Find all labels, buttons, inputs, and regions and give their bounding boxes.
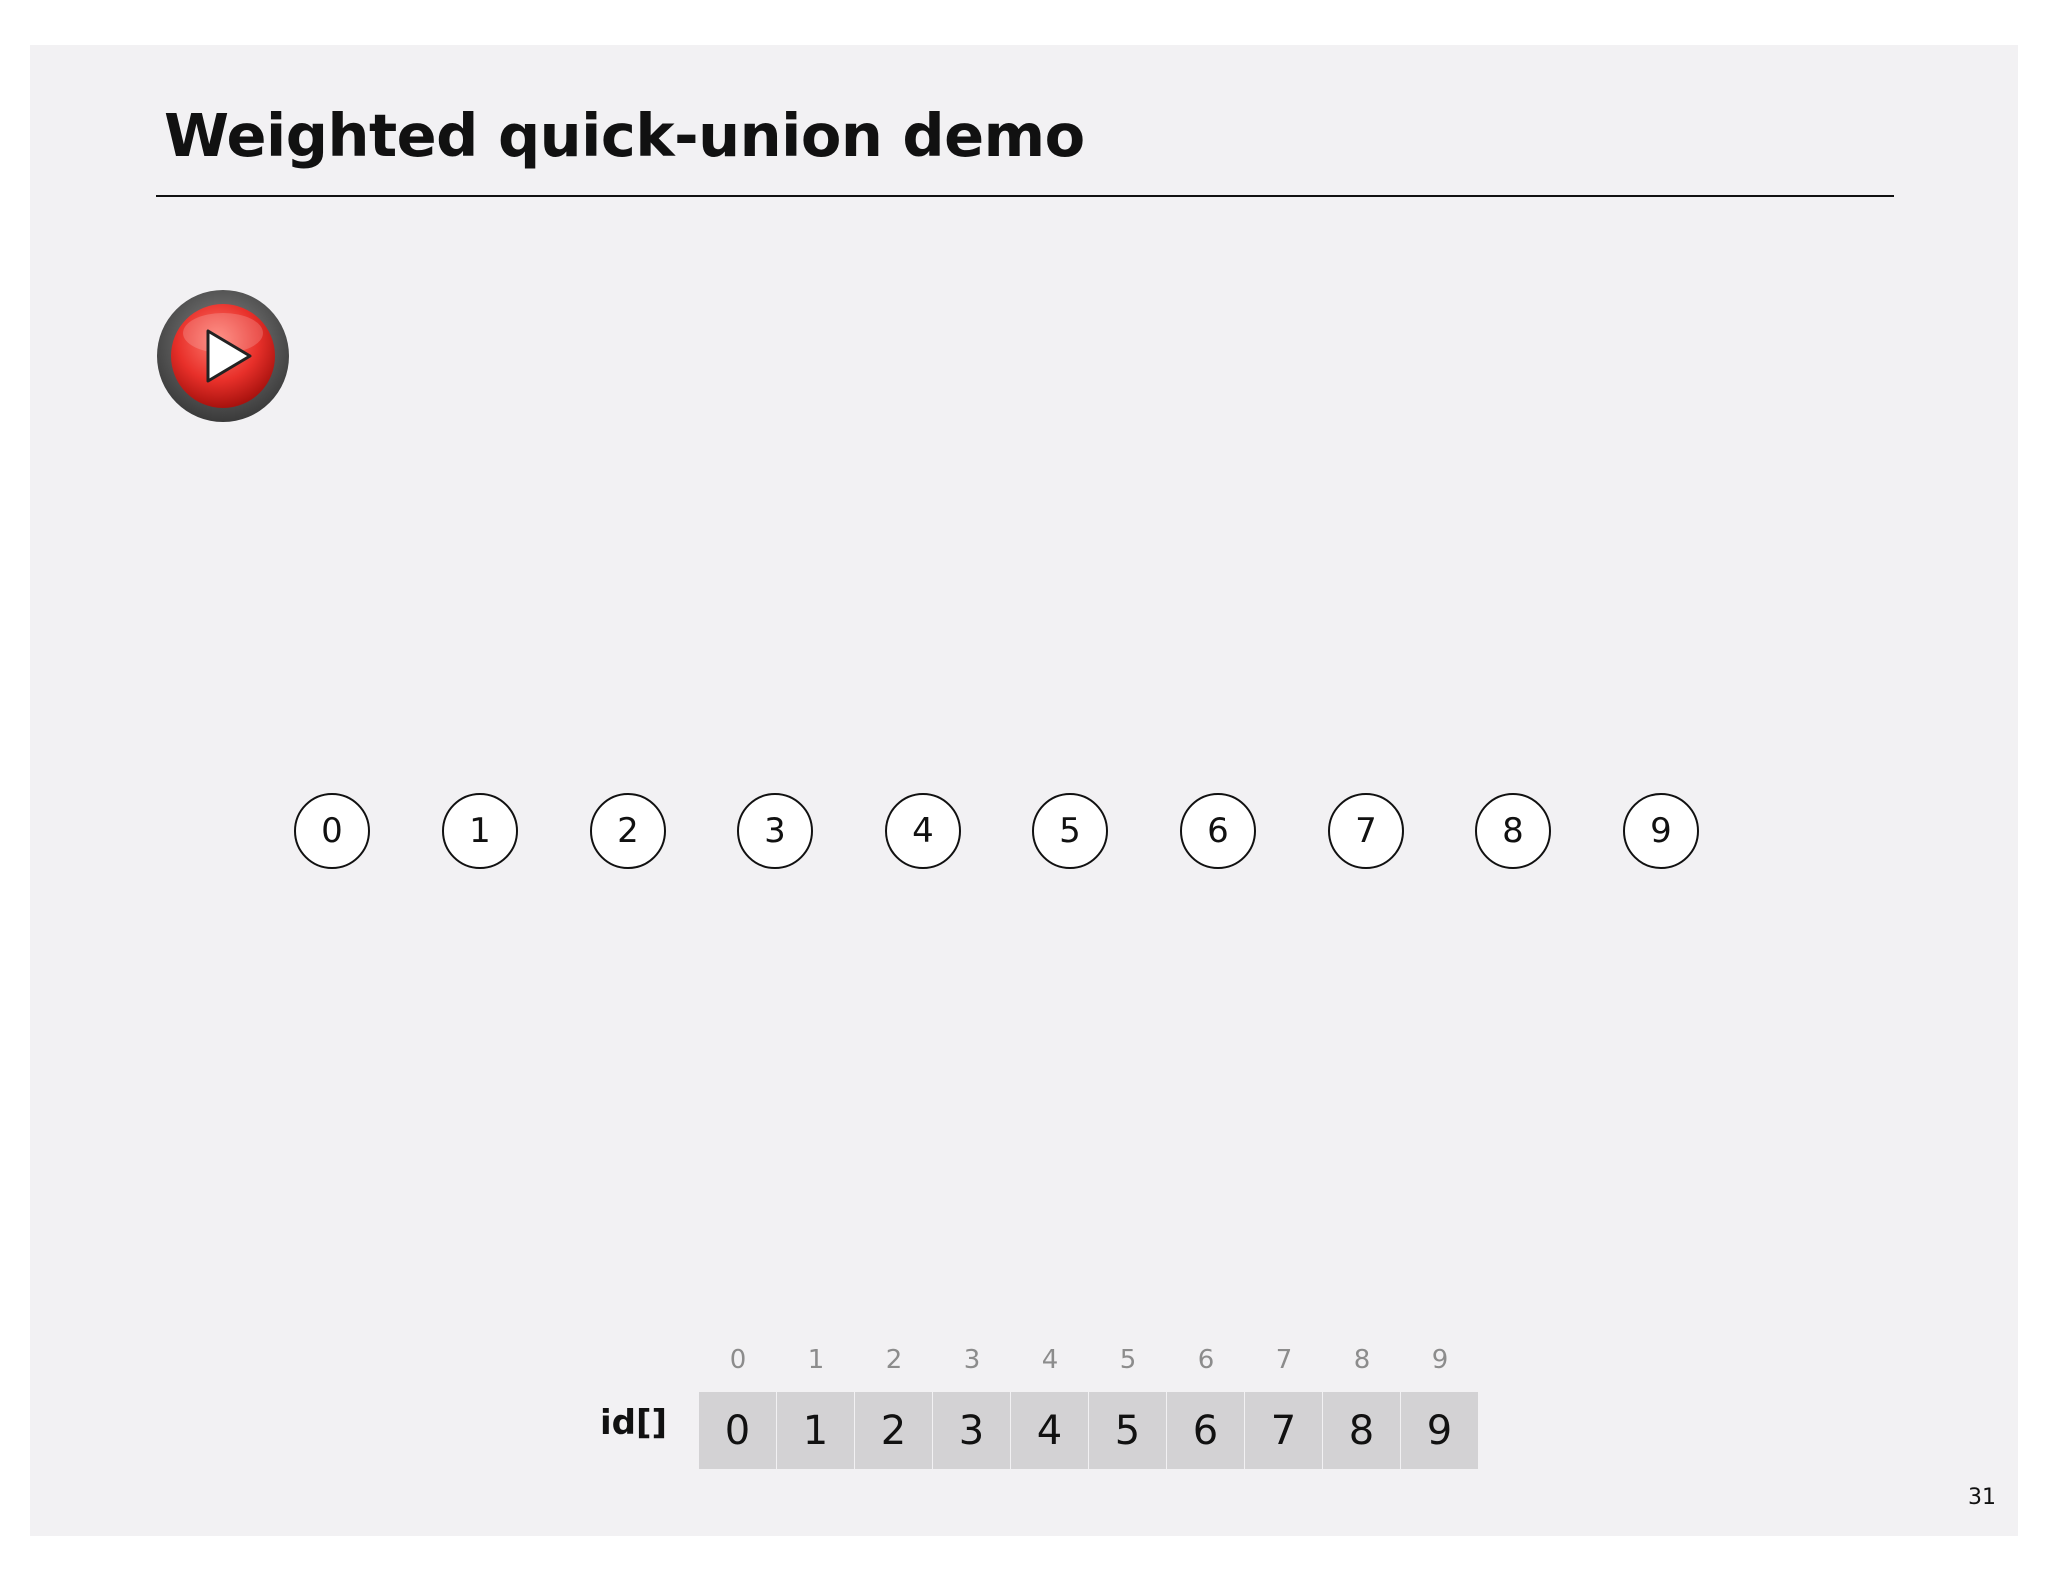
array-index: 3 [963, 1345, 981, 1375]
array-cell: 7 [1245, 1392, 1322, 1469]
array-index: 6 [1197, 1345, 1215, 1375]
page-number: 31 [1968, 1485, 1996, 1510]
slide: Weighted quick-union demo 0 1 2 [30, 45, 2018, 1536]
play-icon [157, 290, 289, 422]
array-cell: 5 [1089, 1392, 1166, 1469]
array-index: 4 [1041, 1345, 1059, 1375]
array-cell: 8 [1323, 1392, 1400, 1469]
title-divider [156, 195, 1894, 197]
node: 2 [590, 793, 666, 869]
id-array: 0 1 2 3 4 5 6 7 8 9 [699, 1392, 1479, 1469]
slide-title: Weighted quick-union demo [164, 101, 1085, 170]
node: 8 [1475, 793, 1551, 869]
array-cell: 9 [1401, 1392, 1478, 1469]
node: 3 [737, 793, 813, 869]
array-cell: 1 [777, 1392, 854, 1469]
array-cell: 6 [1167, 1392, 1244, 1469]
node: 7 [1328, 793, 1404, 869]
array-index: 0 [729, 1345, 747, 1375]
node: 9 [1623, 793, 1699, 869]
node: 4 [885, 793, 961, 869]
array-cell: 2 [855, 1392, 932, 1469]
node: 6 [1180, 793, 1256, 869]
array-index: 2 [885, 1345, 903, 1375]
array-cell: 0 [699, 1392, 776, 1469]
play-button[interactable] [156, 289, 290, 423]
node: 1 [442, 793, 518, 869]
array-index-row: 0 1 2 3 4 5 6 7 8 9 [699, 1345, 1479, 1381]
array-index: 9 [1431, 1345, 1449, 1375]
array-index: 1 [807, 1345, 825, 1375]
array-index: 7 [1275, 1345, 1293, 1375]
array-cell: 3 [933, 1392, 1010, 1469]
array-index: 8 [1353, 1345, 1371, 1375]
array-label: id[] [600, 1403, 668, 1443]
node-row: 0 1 2 3 4 5 6 7 8 9 [30, 45, 2018, 1536]
node: 0 [294, 793, 370, 869]
array-index: 5 [1119, 1345, 1137, 1375]
array-cell: 4 [1011, 1392, 1088, 1469]
node: 5 [1032, 793, 1108, 869]
